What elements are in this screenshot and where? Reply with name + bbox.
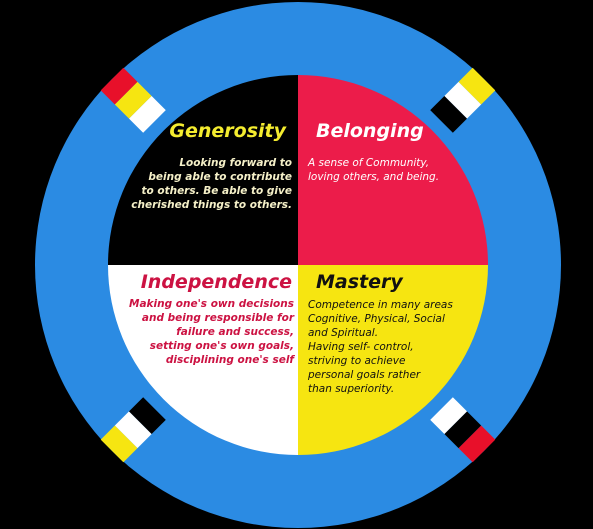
quadrant-belonging-bg [298, 75, 488, 265]
ribbon-lower-right [430, 397, 496, 463]
ribbon-upper-left [100, 67, 166, 133]
ribbon-upper-right [430, 67, 496, 133]
ribbon-stripe-yellow [100, 425, 138, 463]
quadrant-belonging: Belonging A sense of Community, loving o… [308, 120, 468, 184]
mastery-line: Cognitive, Physical, Social [308, 313, 445, 325]
generosity-description: Looking forward to being able to contrib… [130, 156, 292, 212]
ribbon-stripe-black [444, 411, 482, 449]
quadrant-generosity: Generosity Looking forward to being able… [130, 120, 292, 212]
quadrant-mastery: Mastery Competence in many areas Cogniti… [308, 271, 488, 396]
quadrant-independence-bg [108, 265, 298, 455]
belonging-description: A sense of Community, loving others, and… [308, 156, 468, 184]
ribbon-stripe-white [114, 411, 152, 449]
belonging-title: Belonging [316, 120, 424, 142]
mastery-description: Competence in many areas Cognitive, Phys… [308, 298, 488, 396]
ribbon-stripe-yellow [458, 67, 496, 105]
generosity-title: Generosity [169, 120, 286, 142]
independence-line: failure and success, [176, 326, 294, 338]
independence-line: Making one's own decisions [129, 298, 294, 310]
mastery-line: and Spiritual. [308, 327, 379, 339]
ribbon-stripe-white [129, 96, 166, 133]
mastery-line: Competence in many areas [308, 299, 453, 311]
ribbon-stripe-white [430, 397, 467, 434]
independence-description: Making one's own decisions and being res… [110, 297, 294, 367]
ribbon-stripe-red [100, 67, 138, 105]
mastery-line: Having self- control, [308, 341, 414, 353]
independence-line: and being responsible for [141, 312, 294, 324]
independence-line: disciplining one's self [165, 354, 294, 366]
generosity-line: to others. Be able to give [141, 185, 292, 197]
generosity-line: cherished things to others. [131, 199, 292, 211]
mastery-line: personal goals rather [308, 369, 421, 381]
quadrant-mastery-bg [298, 265, 488, 455]
ribbon-stripe-black [430, 96, 467, 133]
ribbon-stripe-black [129, 397, 166, 434]
independence-title: Independence [140, 271, 292, 293]
mastery-line: striving to achieve [308, 355, 406, 367]
generosity-line: being able to contribute [148, 171, 292, 183]
quadrant-generosity-bg [108, 75, 298, 265]
belonging-line: loving others, and being. [308, 171, 440, 183]
quadrant-independence: Independence Making one's own decisions … [110, 271, 294, 367]
mastery-title: Mastery [316, 271, 403, 293]
ribbon-lower-left [100, 397, 166, 463]
generosity-line: Looking forward to [179, 157, 292, 169]
ribbon-stripe-white [444, 81, 482, 119]
independence-line: setting one's own goals, [149, 340, 294, 352]
ribbon-stripe-yellow [114, 81, 152, 119]
belonging-line: A sense of Community, [308, 157, 430, 169]
mastery-line: than superiority. [308, 383, 395, 395]
ribbon-stripe-red [458, 425, 496, 463]
